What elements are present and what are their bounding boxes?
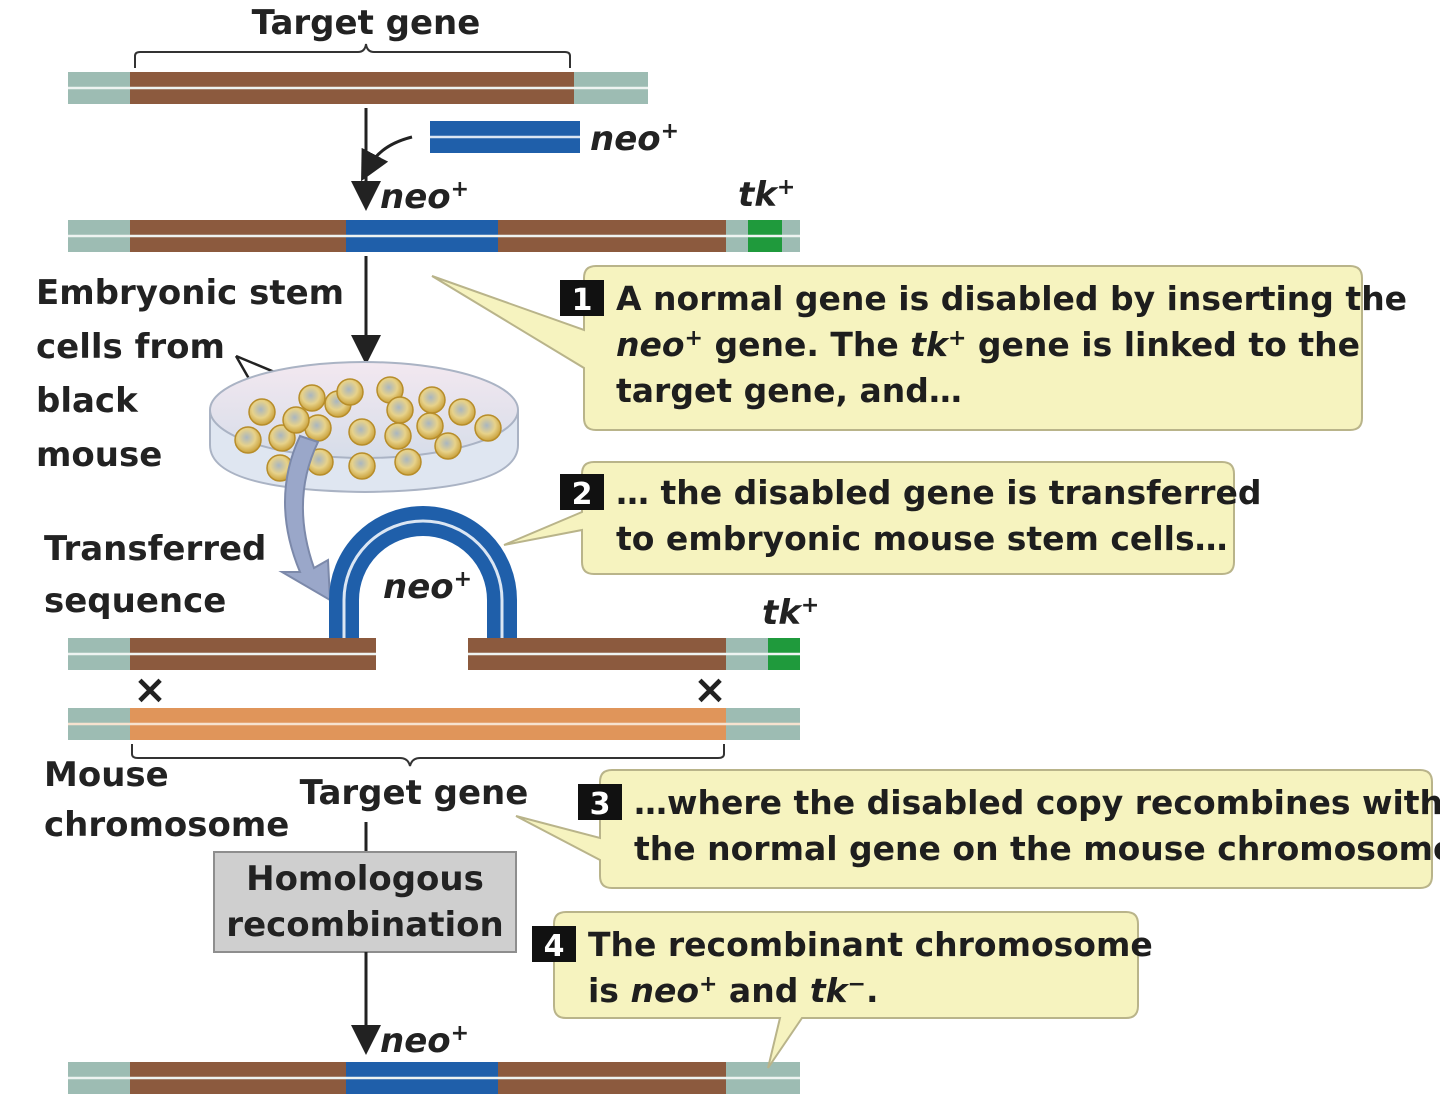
mouse-chromosome-label: Mouse chromosome (44, 755, 289, 845)
svg-text:The recombinant chromosome: The recombinant chromosome (588, 925, 1153, 964)
neo-label-inserted: neo+ (380, 177, 469, 217)
stem-cell (434, 432, 462, 460)
stem-cell (384, 422, 412, 450)
callout-step-3: 3 …where the disabled copy recombines wi… (515, 769, 1440, 889)
neo-label-fragment: neo+ (590, 119, 679, 159)
stem-cell (336, 378, 364, 406)
embryonic-stem-cells-label: Embryonic stem cells from black mouse (36, 273, 344, 475)
callout-step-2: 2 … the disabled gene is transferred to … (503, 461, 1261, 575)
step-1-badge (560, 280, 604, 316)
stem-cell (416, 412, 444, 440)
svg-text:black: black (36, 381, 139, 421)
svg-text:mouse: mouse (36, 435, 162, 475)
dna-normal-gene (68, 72, 648, 104)
target-gene-label-top: Target gene (252, 3, 481, 43)
stem-cell (418, 386, 446, 414)
tk-label-1: tk+ (738, 175, 795, 215)
homologous-recombination-box (213, 851, 517, 953)
transferred-sequence-label: Transferred sequence (44, 529, 266, 621)
svg-text:A normal gene is disabled by i: A normal gene is disabled by inserting t… (616, 279, 1407, 318)
svg-text:sequence: sequence (44, 581, 226, 621)
stem-cell (234, 426, 262, 454)
stem-cell (448, 398, 476, 426)
neo-label-loop: neo+ (383, 567, 472, 607)
homologous-label-line2: recombination (226, 905, 503, 945)
svg-text:3: 3 (590, 787, 611, 822)
svg-text:cells from: cells from (36, 327, 225, 367)
stem-cell (282, 406, 310, 434)
step-2-badge (560, 474, 604, 510)
svg-text:2: 2 (572, 477, 593, 512)
callout-step-1: 1 A normal gene is disabled by inserting… (431, 265, 1407, 431)
dna-transferred-construct (68, 638, 800, 670)
svg-text:Transferred: Transferred (44, 529, 266, 569)
step-3-badge (578, 784, 622, 820)
neo-label-final: neo+ (380, 1021, 469, 1061)
crossover-right: × (693, 667, 727, 713)
stem-cell (394, 448, 422, 476)
svg-text:the normal gene on the mouse c: the normal gene on the mouse chromosome. (634, 829, 1440, 868)
stem-cell (386, 396, 414, 424)
stem-cell (474, 414, 502, 442)
stem-cell (298, 384, 326, 412)
dna-recombinant-chromosome (68, 1062, 800, 1094)
svg-text:…where the disabled copy recom: …where the disabled copy recombines with (634, 783, 1440, 822)
svg-text:chromosome: chromosome (44, 805, 289, 845)
svg-text:is neo+ and tk−.: is neo+ and tk−. (588, 971, 879, 1010)
neo-loop-strand-gap (342, 519, 504, 640)
step-4-badge (532, 926, 576, 962)
svg-text:neo+ gene. The tk+ gene is lin: neo+ gene. The tk+ gene is linked to the (616, 325, 1360, 364)
crossover-left: × (133, 667, 167, 713)
dna-mouse-chromosome (68, 708, 800, 740)
stem-cell (248, 398, 276, 426)
svg-text:4: 4 (544, 929, 565, 964)
target-gene-label-bottom: Target gene (300, 773, 529, 813)
svg-text:Mouse: Mouse (44, 755, 169, 795)
arrow-neo-join (361, 135, 413, 182)
stem-cells (234, 376, 502, 482)
callout-step-4: 4 The recombinant chromosome is neo+ and… (532, 911, 1153, 1069)
svg-text:1: 1 (572, 283, 593, 318)
tk-label-2: tk+ (762, 593, 819, 633)
svg-text:Embryonic stem: Embryonic stem (36, 273, 344, 313)
target-gene-bracket-top (134, 43, 571, 68)
stem-cell (348, 452, 376, 480)
homologous-label-line1: Homologous (246, 859, 484, 899)
target-gene-bracket-bottom (131, 744, 725, 767)
dna-disabled-gene (68, 220, 800, 252)
svg-text:… the disabled gene is transfe: … the disabled gene is transferred (616, 473, 1261, 512)
stem-cell (348, 418, 376, 446)
neo-fragment (430, 121, 580, 153)
svg-text:target gene, and…: target gene, and… (616, 371, 962, 410)
svg-text:to embryonic mouse stem cells…: to embryonic mouse stem cells… (616, 519, 1228, 558)
